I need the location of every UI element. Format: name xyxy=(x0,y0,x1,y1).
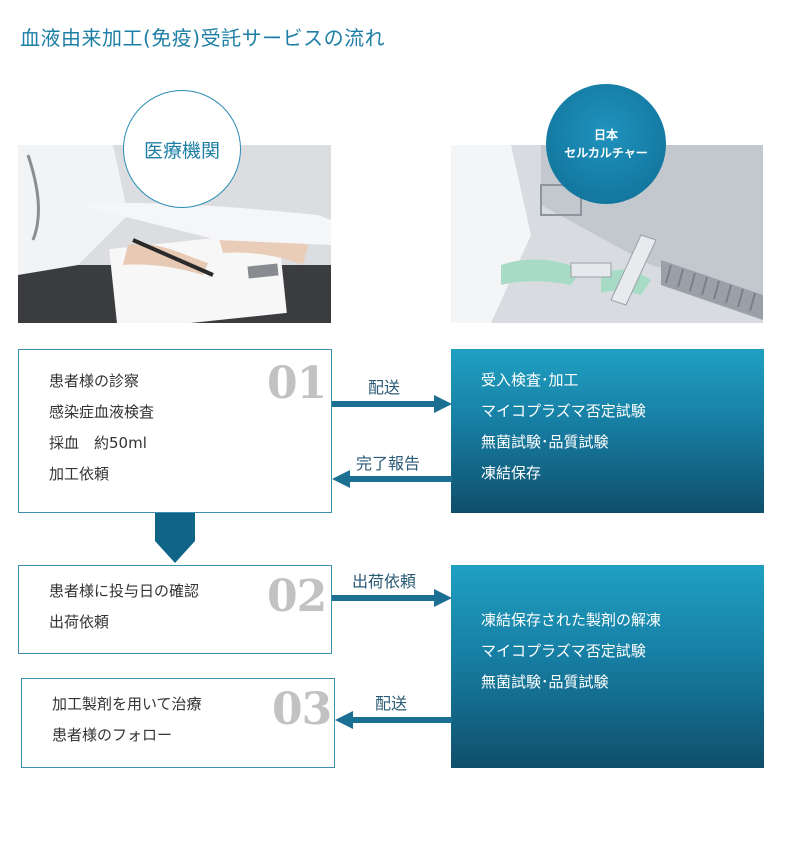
step-number: 03 xyxy=(272,684,332,735)
step-line: 出荷依頼 xyxy=(49,613,110,631)
step-02-lab-lines: 凍結保存された製剤の解凍 マイコプラズマ否定試験 無菌試験･品質試験 xyxy=(481,605,661,698)
lab-label-line2: セルカルチャー xyxy=(564,146,648,160)
arrow-label-shipping-request: 出荷依頼 xyxy=(352,572,417,591)
step-line: 加工依頼 xyxy=(49,465,110,483)
step-line: 加工製剤を用いて治療 xyxy=(52,695,202,713)
lab-line: マイコプラズマ否定試験 xyxy=(481,402,646,420)
step-line: 患者様の診察 xyxy=(49,372,140,390)
right-arrow-icon xyxy=(332,589,452,607)
step-01-hospital-box: 患者様の診察 感染症血液検査 採血 約50ml 加工依頼 01 xyxy=(18,349,332,513)
step-line: 患者様に投与日の確認 xyxy=(49,582,200,600)
step-line: 感染症血液検査 xyxy=(49,403,155,421)
lab-line: 無菌試験･品質試験 xyxy=(481,673,609,691)
left-arrow-icon xyxy=(332,470,452,488)
arrow-label-delivery: 配送 xyxy=(375,694,408,713)
hospital-label: 医療機関 xyxy=(143,139,220,162)
page-title: 血液由来加工(免疫)受託サービスの流れ xyxy=(20,26,386,50)
lab-line: 凍結保存 xyxy=(481,464,542,482)
arrow-label-completion-report: 完了報告 xyxy=(356,454,421,473)
hospital-badge: 医療機関 xyxy=(123,90,241,208)
step-02-hospital-box: 患者様に投与日の確認 出荷依頼 02 xyxy=(18,565,332,654)
lab-line: 無菌試験･品質試験 xyxy=(481,433,609,451)
lab-badge: 日本 セルカルチャー xyxy=(546,84,666,204)
lab-line: マイコプラズマ否定試験 xyxy=(481,642,646,660)
step-02-hospital-lines: 患者様に投与日の確認 出荷依頼 xyxy=(49,576,199,638)
step-01-lab-box: 受入検査･加工 マイコプラズマ否定試験 無菌試験･品質試験 凍結保存 xyxy=(451,349,764,513)
step-03-hospital-box: 加工製剤を用いて治療 患者様のフォロー 03 xyxy=(21,678,335,768)
step-line: 採血 約50ml xyxy=(49,434,147,452)
lab-label-line1: 日本 xyxy=(593,128,618,142)
lab-line: 受入検査･加工 xyxy=(481,371,579,389)
down-arrow-icon xyxy=(155,513,195,563)
step-03-hospital-lines: 加工製剤を用いて治療 患者様のフォロー xyxy=(52,689,202,751)
left-arrow-icon xyxy=(335,711,452,729)
step-01-lab-lines: 受入検査･加工 マイコプラズマ否定試験 無菌試験･品質試験 凍結保存 xyxy=(481,365,646,489)
step-01-hospital-lines: 患者様の診察 感染症血液検査 採血 約50ml 加工依頼 xyxy=(49,366,154,490)
step-number: 01 xyxy=(267,358,327,409)
right-arrow-icon xyxy=(332,395,452,413)
lab-line: 凍結保存された製剤の解凍 xyxy=(481,611,662,629)
step-02-lab-box: 凍結保存された製剤の解凍 マイコプラズマ否定試験 無菌試験･品質試験 xyxy=(451,565,764,768)
arrow-label-delivery: 配送 xyxy=(368,378,401,397)
step-number: 02 xyxy=(267,571,327,622)
step-line: 患者様のフォロー xyxy=(52,726,173,744)
